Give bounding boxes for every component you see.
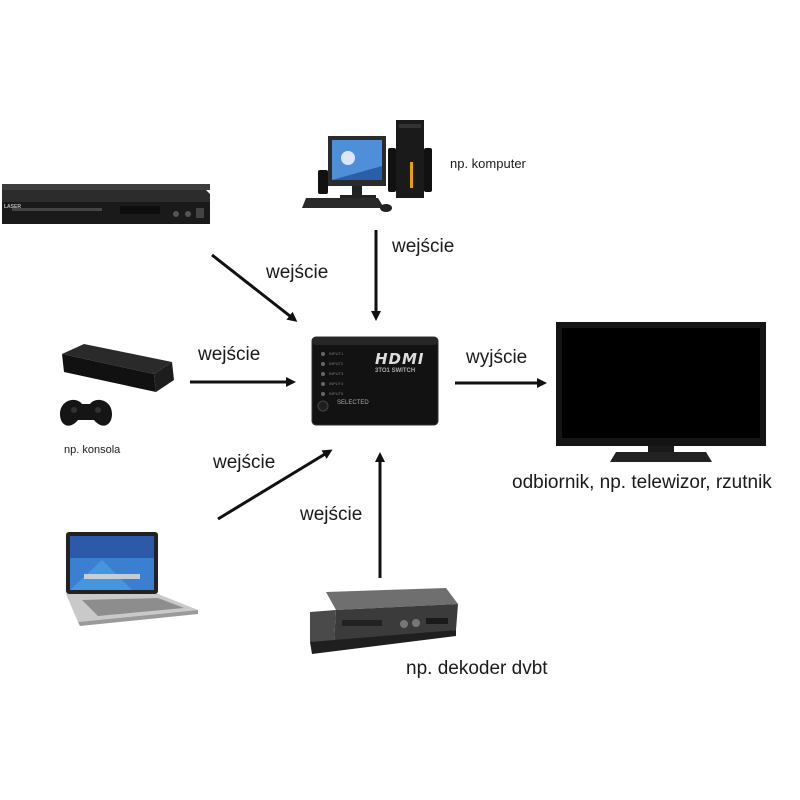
device-label-tv: odbiornik, np. telewizor, rzutnik [512,472,772,493]
device-label-console: np. konsola [64,444,121,456]
hub-port-label-2: INPUT2 [329,361,344,366]
hub-port-label-3: INPUT3 [329,371,344,376]
label-input-laptop: wejście [213,452,276,473]
hub-port-label-1: INPUT1 [329,351,344,356]
game-console-image [54,340,178,438]
laptop-image [62,530,202,626]
dvd-player-image: LASER [0,180,212,228]
label-input-console: wejście [198,344,261,365]
label-input-computer: wejście [392,236,455,257]
arrow-dvd-to-hub [211,253,298,322]
hub-port-label-4: INPUT4 [329,381,344,386]
hub-model: 3TO1 SWITCH [375,368,416,374]
label-output: wyjście [466,347,528,368]
device-label-decoder: np. dekoder dvbt [406,658,548,679]
hdmi-switch: HDMI 3TO1 SWITCH SELECTED INPUT1 INPUT2 … [311,336,439,426]
desktop-computer-image [300,118,440,216]
tv-image [556,322,766,464]
label-input-dvd: wejście [266,262,329,283]
hub-selected-label: SELECTED [337,400,369,406]
dvd-brand: LASER [4,204,21,210]
label-input-decoder: wejście [300,504,363,525]
device-label-computer: np. komputer [450,156,526,171]
hub-brand: HDMI [375,350,425,368]
arrow-laptop-to-hub [217,449,333,521]
dvbt-decoder-image [306,586,460,658]
hub-port-label-5: INPUT5 [329,391,344,396]
